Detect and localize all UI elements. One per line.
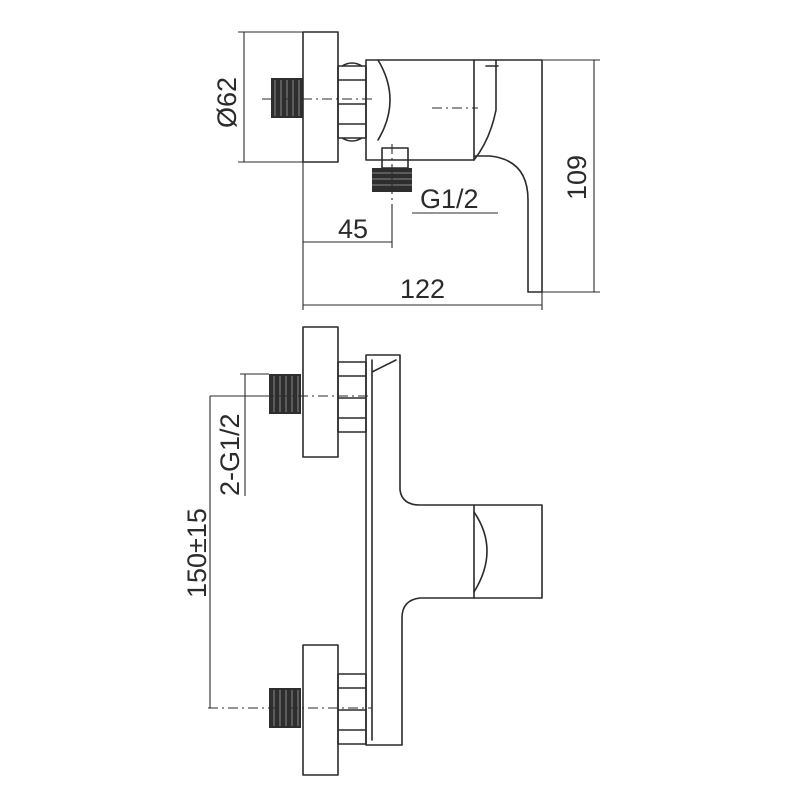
inlet-thread-dimension bbox=[210, 373, 269, 496]
side-outlet bbox=[381, 147, 409, 169]
side-inlet-thread-lines bbox=[274, 80, 300, 116]
g12-label: G1/2 bbox=[420, 184, 479, 214]
height-dimension bbox=[542, 59, 600, 293]
front-top-hex-nut bbox=[337, 361, 367, 433]
inlet-thread-label: 2-G1/2 bbox=[215, 413, 245, 496]
height-label: 109 bbox=[562, 155, 592, 200]
side-body bbox=[365, 59, 475, 161]
front-top-flange bbox=[302, 326, 339, 458]
overall-depth-dimension bbox=[303, 292, 543, 310]
side-body-curve bbox=[377, 59, 391, 141]
front-bottom-flange bbox=[302, 644, 339, 776]
front-view: 2-G1/2 150±15 bbox=[182, 326, 543, 776]
front-handle bbox=[473, 504, 543, 599]
front-bottom-hex-nut bbox=[337, 673, 367, 745]
overall-depth-label: 122 bbox=[400, 274, 445, 304]
front-vertical-body-inner bbox=[371, 359, 397, 741]
diameter-dimension bbox=[238, 31, 303, 163]
inlet-spacing-label: 150±15 bbox=[182, 508, 212, 598]
outlet-offset-label: 45 bbox=[338, 214, 368, 244]
side-view: Ø62 109 G1/2 45 122 bbox=[212, 31, 600, 310]
front-top-thread-lines bbox=[273, 376, 299, 412]
side-handle bbox=[473, 59, 543, 293]
front-vertical-body bbox=[365, 354, 475, 746]
diameter-label: Ø62 bbox=[212, 77, 242, 128]
side-wall-flange bbox=[302, 31, 339, 163]
outlet-offset-dimension bbox=[302, 162, 393, 310]
side-hex-nut bbox=[337, 62, 367, 142]
